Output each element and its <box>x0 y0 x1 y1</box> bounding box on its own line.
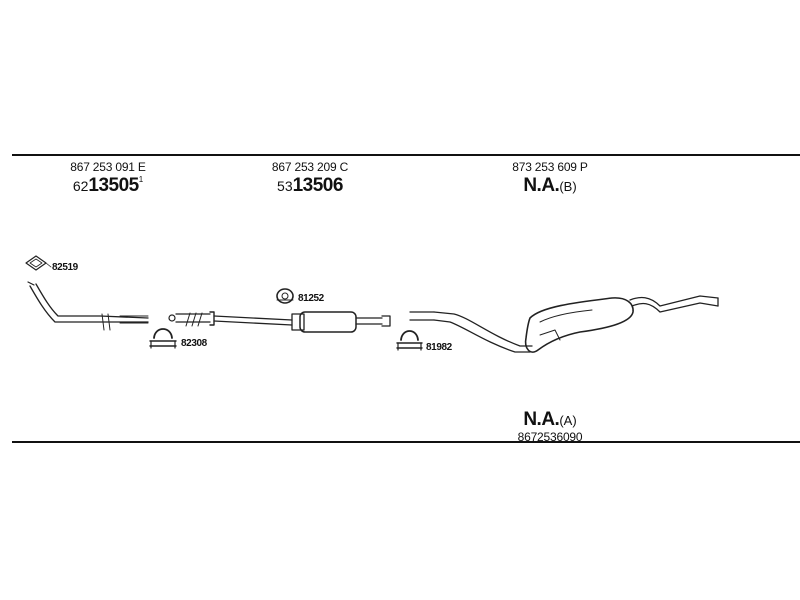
part-label-gasket: 82519 <box>52 262 78 273</box>
column-1-header: 867 253 091 E 62135051 <box>62 161 154 195</box>
column-1-code-main: 13505 <box>88 175 139 196</box>
column-3-code-suffix: (B) <box>559 179 577 194</box>
column-3-header: 873 253 609 P N.A.(B) <box>502 161 598 195</box>
column-3-code-main: N.A. <box>523 175 560 196</box>
part-label-rubber-mount: 81252 <box>298 293 324 304</box>
footer-code: N.A.(A) <box>502 410 598 429</box>
front-pipe <box>27 281 149 331</box>
top-divider <box>12 154 800 156</box>
gasket-icon <box>25 255 52 271</box>
column-1-code-prefix: 62 <box>72 178 89 194</box>
rear-silencer-section <box>409 295 719 353</box>
column-1-code-sup: 1 <box>138 175 144 184</box>
column-1-code: 62135051 <box>62 175 154 196</box>
column-2-code: 5313506 <box>262 176 358 195</box>
middle-pipe-section <box>213 311 391 333</box>
bottom-divider <box>12 441 800 443</box>
clamp-icon-left <box>149 328 177 349</box>
column-1-part-number: 867 253 091 E <box>70 160 146 174</box>
rubber-mount-icon <box>276 288 294 304</box>
clamp-icon-right <box>396 330 423 351</box>
column-2-code-main: 13506 <box>292 175 344 196</box>
footer-part-number: 8672536090 <box>517 430 583 444</box>
column-2-code-prefix: 53 <box>277 178 293 194</box>
footer-label: N.A.(A) 8672536090 <box>502 410 598 443</box>
footer-code-main: N.A. <box>523 409 560 430</box>
column-2-part-number: 867 253 209 C <box>271 160 349 174</box>
column-3-code: N.A.(B) <box>502 176 598 195</box>
column-3-part-number: 873 253 609 P <box>512 160 588 174</box>
part-label-clamp-left: 82308 <box>181 338 207 349</box>
column-2-header: 867 253 209 C 5313506 <box>262 161 358 195</box>
footer-code-suffix: (A) <box>559 413 577 428</box>
part-label-clamp-right: 81982 <box>426 342 452 353</box>
front-pipe-section <box>168 311 215 327</box>
